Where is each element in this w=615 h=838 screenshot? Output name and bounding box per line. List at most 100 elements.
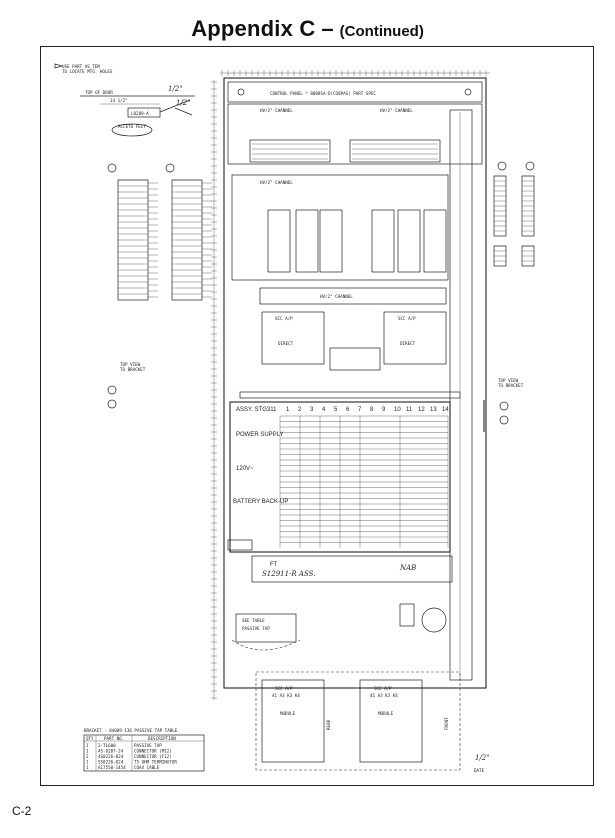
column-number: 5 [334, 407, 338, 413]
terminal-block-1 [249, 139, 331, 163]
acceto-felt-label: ACCETO FELT [118, 124, 146, 129]
bottom-module-right [359, 679, 423, 763]
page-number: C-2 [12, 804, 32, 818]
terminal-block-2 [349, 139, 441, 163]
ref-label: S12911-R ASS. [262, 570, 315, 578]
title-separator: – [321, 16, 334, 41]
hv-channel-label-1: HV/2" CHANNEL [260, 108, 293, 113]
column-number: 6 [346, 407, 350, 413]
nab-label: NAB [399, 564, 416, 572]
upper-channel-area [227, 103, 483, 165]
component-b [421, 607, 447, 633]
callout-bubble-1 [107, 163, 117, 173]
top-of-door-label: TOP OF DOOR [85, 90, 113, 95]
front-label: FRONT [444, 717, 449, 730]
small-relays [329, 347, 381, 371]
bracket-cell: 2-TL600 [98, 743, 116, 748]
bracket-cell: A17550-1454 [98, 765, 126, 770]
column-number: 2 [298, 407, 302, 413]
column-number: 12 [418, 407, 425, 413]
bracket-cell: 1 [86, 765, 89, 770]
dim-half-a: 1/2" [168, 85, 183, 93]
see-table-label: SEE TABLE [242, 618, 265, 623]
bottom-dashed-region [255, 671, 461, 771]
callout-bubble-3 [497, 161, 507, 171]
bottom-hz-left: 41 A3 K3 K4 [272, 693, 300, 698]
scc-label-right: SCC A/P [398, 316, 416, 321]
bracket-cell: 4S0226-024 [98, 754, 124, 759]
bracket-cell: COAX CABLE [134, 765, 160, 770]
relay-modules [267, 209, 447, 273]
bottom-scc-left: SCC A/P [275, 686, 293, 691]
hv-channel-mid [259, 287, 447, 305]
page-heading: Appendix C–(Continued) [0, 16, 615, 42]
bracket-cell: CONNECTOR (M12) [134, 749, 172, 754]
column-number: 9 [382, 407, 386, 413]
bracket-cell: 4S-0287-24 [98, 749, 124, 754]
top-ruler [220, 70, 490, 76]
bottom-module-left [261, 679, 325, 763]
small-bracket-part [127, 107, 161, 118]
bracket-cell: 1 [86, 743, 89, 748]
dim-bottom: 1/2" [475, 754, 490, 762]
bottom-module-label-left: MODULE [280, 711, 296, 716]
bracket-cell: PASSIVE TAP [134, 743, 162, 748]
ft-label: FT [270, 562, 278, 568]
bracket-table: BRACKET - 84009-136 PASSIVE TAP TABLE QT… [83, 728, 205, 772]
bottom-module-label-right: MODULE [378, 711, 394, 716]
hv-channel-low [239, 391, 461, 399]
hv-channel-label-4: HV/2" CHANNEL [320, 294, 353, 299]
battery-backup-label: BATTERY BACK-UP [233, 499, 288, 505]
bracket-header-qty: QTY [86, 736, 94, 741]
column-number: 1 [286, 407, 290, 413]
column-number: 7 [358, 407, 362, 413]
svg-text:L0209-A: L0209-A [131, 111, 149, 116]
column-number: 11 [406, 407, 413, 413]
bracket-cell: SS0226-024 [98, 760, 124, 765]
callout-bubble-2 [165, 163, 175, 173]
right-channel [449, 109, 473, 681]
dim-bottom-date: DATE [474, 768, 485, 773]
column-number: 3 [310, 407, 314, 413]
relay-area [231, 174, 449, 281]
control-panel-label: CONTROL PANEL * 8008SA-D(CO8PAS) PART SP… [270, 91, 376, 96]
column-number: 4 [322, 407, 326, 413]
ac-label: 120V~ [236, 466, 254, 472]
column-number: 10 [394, 407, 401, 413]
top-view-left: TOP VIEW [120, 362, 141, 367]
passive-tap-label: PASSIVE TAP [242, 626, 270, 631]
page-title: Appendix C [191, 16, 316, 41]
right-terminal-strips [493, 175, 535, 267]
hv-channel-label-3: HV/2" CHANNEL [260, 180, 293, 185]
bottom-scc-right: SCC A/P [374, 686, 392, 691]
top-view-right: TOP VIEW [498, 378, 519, 383]
column-number: 8 [370, 407, 374, 413]
assy-label: ASSY. STG311 [236, 407, 277, 413]
bracket-header-desc: DESCRIPTION [148, 736, 176, 741]
column-number: 13 [430, 407, 437, 413]
drawing-frame [40, 46, 594, 786]
bracket-header-part: PART NO. [104, 736, 124, 741]
bracket-cell: 2 [86, 754, 89, 759]
page-subtitle: (Continued) [339, 23, 424, 40]
scc-module-right [383, 311, 447, 365]
bracket-cell: 1 [86, 749, 89, 754]
note-use-part: USE PART AS TEM [62, 64, 100, 69]
note-arrow [54, 63, 64, 69]
power-supply-label: POWER SUPPLY [236, 432, 284, 438]
bracket-cell: 75 OHM TERMINATOR [134, 760, 177, 765]
gnd-block [227, 539, 253, 551]
hv-channel-label-2: HV/2" CHANNEL [380, 108, 413, 113]
dim-14-half: 14 1/2" [110, 98, 128, 103]
note-locate-holes: TO LOCATE MTG. HOLES [62, 69, 113, 74]
ft-area [251, 555, 453, 583]
assembly-table-grid [279, 415, 449, 548]
scc-label-left: SCC A/P [275, 316, 293, 321]
passive-tap-block [235, 613, 297, 643]
main-panel [223, 77, 487, 689]
rear-label: REAR [326, 719, 331, 730]
bottom-hz-right: 41 A3 K3 K4 [370, 693, 398, 698]
callout-bubble-4 [525, 161, 535, 171]
